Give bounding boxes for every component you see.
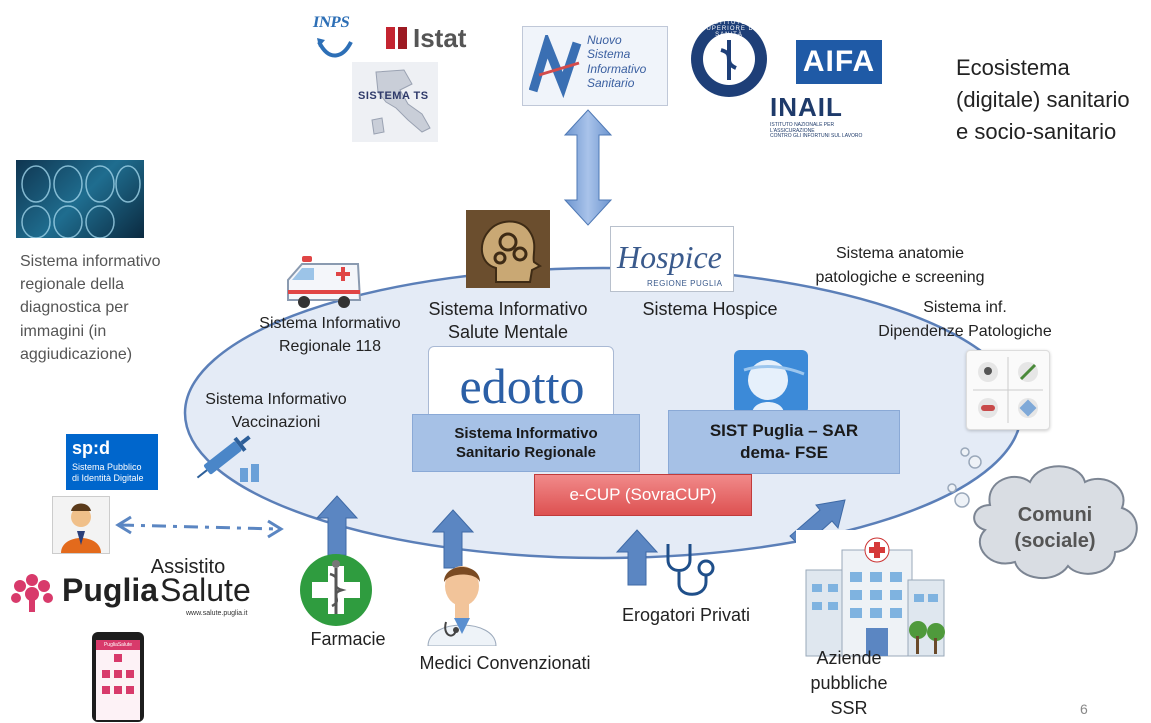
stethoscope-icon [660,540,722,602]
erogatori-label: Erogatori Privati [621,605,751,625]
sist-logo [734,350,808,414]
erogatori-arrow [615,529,659,586]
puglia-salute-bold: Puglia [62,572,159,608]
edotto-logo: edotto [428,346,614,422]
istat-logo: Istat [386,20,486,56]
nsis-logo-text: Nuovo Sistema Informativo Sanitario [587,33,647,91]
iss-logo: ISTITUTO SUPERIORE DI SANITÀ [688,18,770,100]
sr118-label: Sistema Informativo Regionale 118 [259,315,401,356]
diagnostica-label: Sistema informativo regionale della diag… [20,253,161,363]
ecup-box: e-CUP (SovraCUP) [534,474,752,516]
spid-logo-subtext: Sistema Pubblico di Identità Digitale [72,462,144,483]
medici-arrow [431,509,475,569]
inps-logo-text: INPS [311,14,352,31]
assistito-link-arrow [115,515,284,539]
inail-logo-text: INAIL [770,92,843,122]
assistito-label: Assistito [150,556,226,578]
medico-icon [418,556,506,647]
page-number: 6 [1080,701,1088,717]
salute-mentale-image [466,210,550,288]
inail-logo: INAIL ISTITUTO NAZIONALE PER L'ASSICURAZ… [770,92,866,142]
vaccinazioni-label: Sistema Informativo Vaccinazioni [205,391,347,432]
hospice-label: Sistema Hospice [642,299,778,319]
puglia-salute-url: www.salute.puglia.it [186,610,248,617]
edotto-logo-text: edotto [459,358,585,414]
farmacie-label: Farmacie [310,629,386,649]
spid-logo-text: sp:d [72,438,110,458]
istat-logo-text: Istat [413,22,467,53]
sistema-ts-text: SISTEMA TS [358,90,429,102]
aifa-logo-text: AIFA [802,45,876,78]
puglia-salute-light: Salute [160,572,251,608]
national-link-arrow [563,109,613,226]
inps-logo: INPS [311,14,355,70]
sistema-ts-logo: SISTEMA TS [352,62,438,142]
aifa-logo: AIFA [796,40,882,84]
hospice-logo: Hospice REGIONE PUGLIA [610,226,734,292]
dipendenze-label: Sistema inf. Dipendenze Patologiche [878,299,1052,340]
iss-logo-text: ISTITUTO SUPERIORE DI SANITÀ [701,20,757,38]
comuni-cloud [973,465,1138,580]
puglia-salute-phone: PugliaSalute [92,632,144,722]
dipendenze-icons [966,350,1050,430]
sist-box: SIST Puglia – SAR dema- FSE [668,410,900,474]
diagnostica-image [16,160,144,238]
ambulance-icon [284,254,364,310]
assistito-avatar [52,496,110,554]
syringe-icon [188,424,268,486]
hospital-icon [796,530,956,662]
comuni-label: Comuni (sociale) [1014,504,1096,552]
nsis-logo: Nuovo Sistema Informativo Sanitario [522,26,668,106]
aziende-label: Aziende pubbliche SSR [810,648,888,719]
sisr-box: Sistema Informativo Sanitario Regionale [412,414,640,472]
inail-logo-subtext: ISTITUTO NAZIONALE PER L'ASSICURAZIONE C… [770,122,863,139]
anatomie-label: Sistema anatomie patologiche e screening [815,245,985,286]
salute-mentale-label: Sistema Informativo Salute Mentale [428,299,588,343]
puglia-salute-logo: Puglia Salute www.salute.puglia.it [8,566,258,620]
hospice-logo-text: Hospice [617,239,722,275]
spid-logo: sp:d Sistema Pubblico di Identità Digita… [66,434,158,490]
phone-app-header: PugliaSalute [96,640,140,650]
page-title: Ecosistema (digitale) sanitario e socio-… [956,55,1130,144]
medici-label: Medici Convenzionati [419,653,591,673]
farmacia-icon [298,552,374,628]
hospice-logo-subtext: REGIONE PUGLIA [647,279,723,288]
